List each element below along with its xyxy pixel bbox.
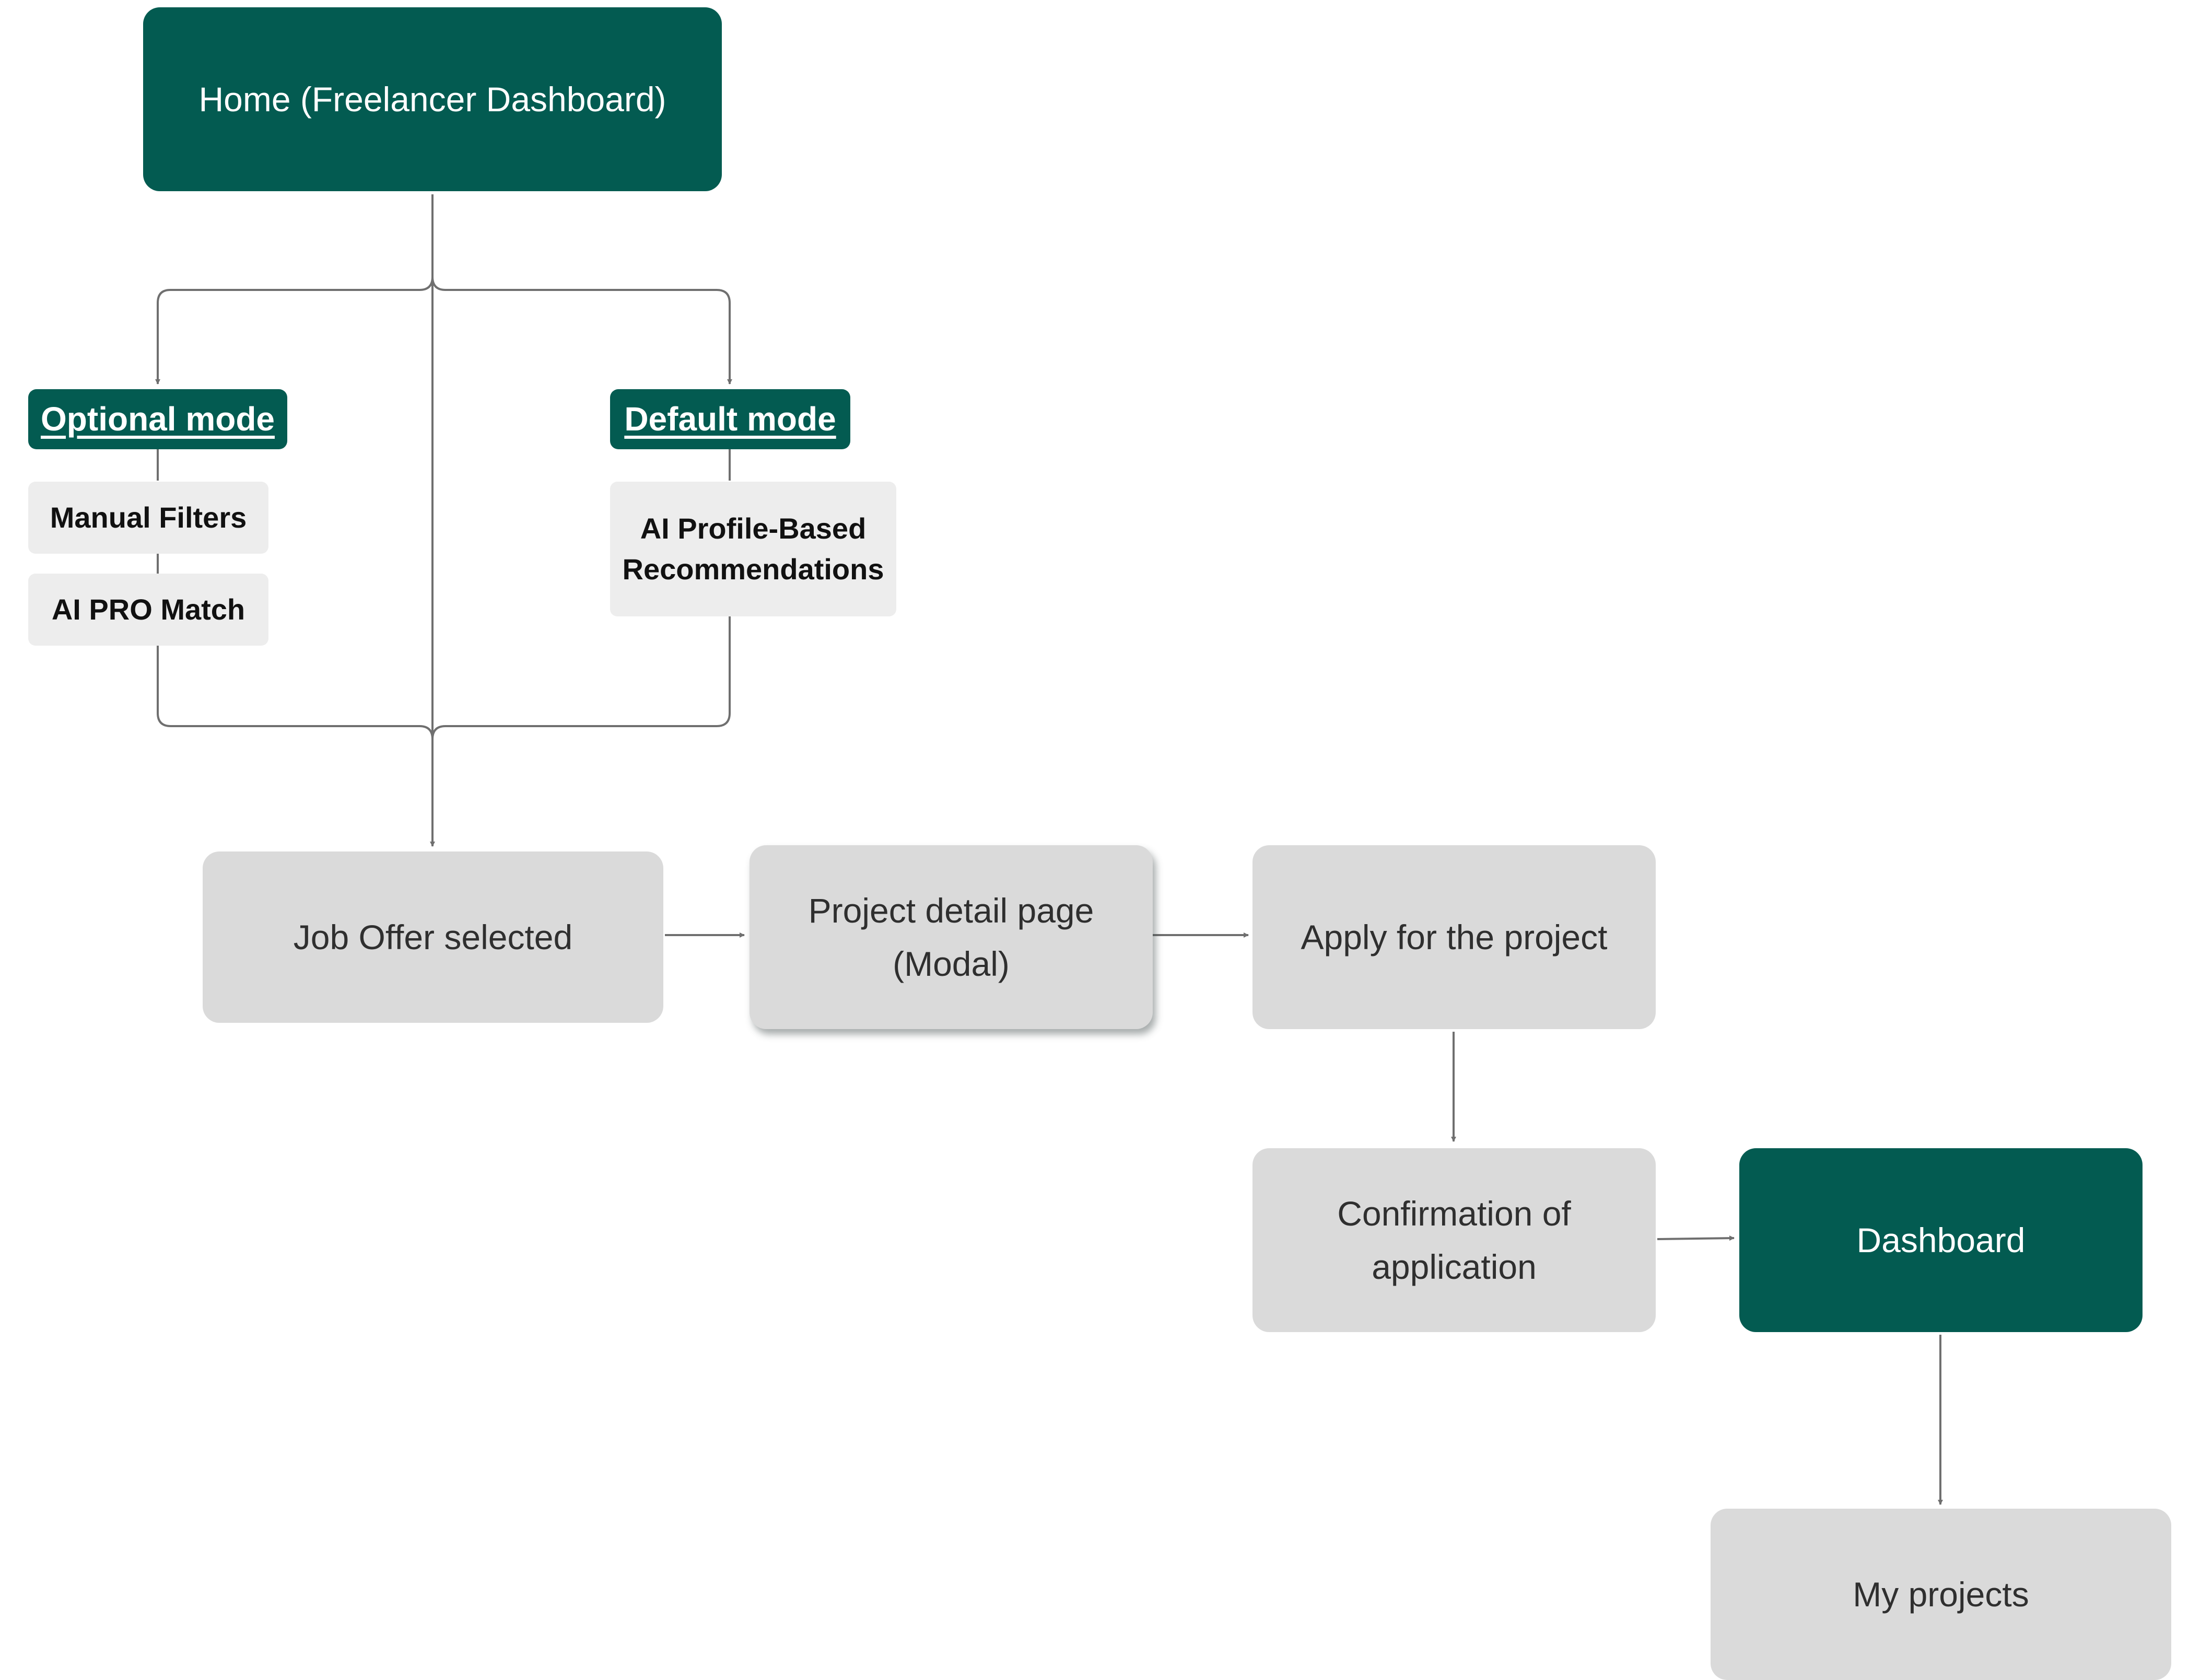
apply-for-project-box: Apply for the project <box>1252 845 1656 1029</box>
ai-profile-recommendations-label: AI Profile-Based Recommendations <box>622 511 884 586</box>
manual-filters-label: Manual Filters <box>50 500 247 534</box>
dashboard-label: Dashboard <box>1856 1220 2026 1259</box>
default-mode-tag: Default mode <box>610 389 850 449</box>
home-label: Home (Freelancer Dashboard) <box>198 79 666 119</box>
job-offer-selected-label: Job Offer selected <box>293 917 573 956</box>
confirmation-of-application-box: Confirmation of application <box>1252 1148 1656 1332</box>
connector-home-to-optional-mode <box>155 276 434 384</box>
default-mode-label: Default mode <box>624 400 836 438</box>
my-projects-label: My projects <box>1853 1574 2029 1614</box>
project-detail-page-box: Project detail page (Modal) <box>750 845 1153 1029</box>
apply-for-project-label: Apply for the project <box>1301 917 1608 956</box>
optional-mode-label: Optional mode <box>41 400 275 438</box>
connector-optional-spine <box>157 449 434 740</box>
manual-filters-box: Manual Filters <box>28 482 268 554</box>
ai-profile-recommendations-box: AI Profile-Based Recommendations <box>610 482 896 616</box>
connector-home-to-default-mode <box>431 276 732 384</box>
job-offer-selected-box: Job Offer selected <box>203 851 663 1023</box>
optional-mode-tag: Optional mode <box>28 389 287 449</box>
connector-default-spine <box>431 449 731 740</box>
home-freelancer-dashboard-box: Home (Freelancer Dashboard) <box>143 7 722 191</box>
dashboard-box: Dashboard <box>1739 1148 2143 1332</box>
ai-pro-match-label: AI PRO Match <box>51 592 245 626</box>
confirmation-of-application-label: Confirmation of application <box>1337 1194 1571 1286</box>
connector-confirmation-to-dashboard <box>1657 1235 1735 1241</box>
my-projects-box: My projects <box>1711 1509 2171 1680</box>
ai-pro-match-box: AI PRO Match <box>28 574 268 646</box>
project-detail-page-label: Project detail page (Modal) <box>808 891 1094 983</box>
